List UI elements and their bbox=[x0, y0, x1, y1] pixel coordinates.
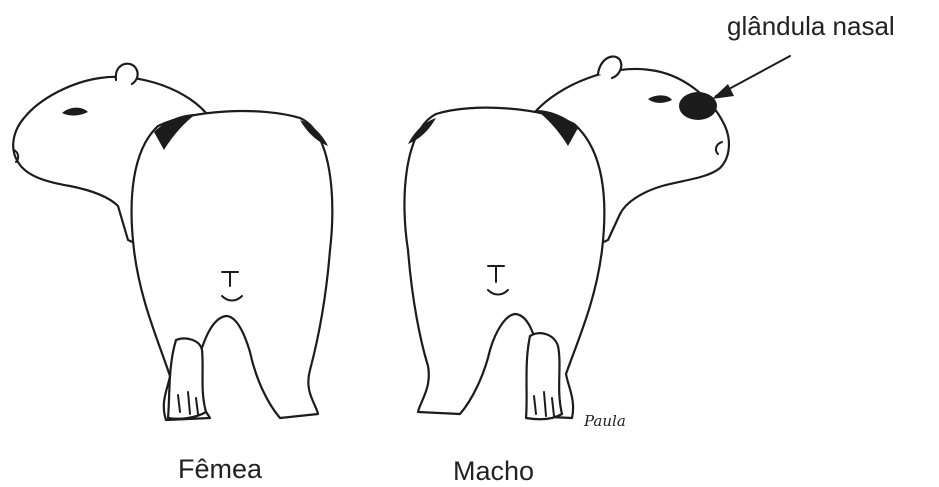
nasal-gland bbox=[679, 92, 717, 120]
male-foot bbox=[526, 333, 562, 419]
female-label: Fêmea bbox=[178, 456, 262, 483]
male-capybara bbox=[404, 56, 728, 419]
female-foot bbox=[168, 338, 206, 418]
male-label: Macho bbox=[453, 458, 534, 485]
gland-arrow bbox=[712, 56, 790, 99]
female-body bbox=[132, 111, 333, 420]
artist-signature: Paula bbox=[584, 412, 626, 430]
female-capybara bbox=[13, 64, 332, 420]
gland-label: glândula nasal bbox=[727, 13, 895, 39]
male-body bbox=[404, 108, 604, 418]
male-ear bbox=[598, 56, 621, 78]
